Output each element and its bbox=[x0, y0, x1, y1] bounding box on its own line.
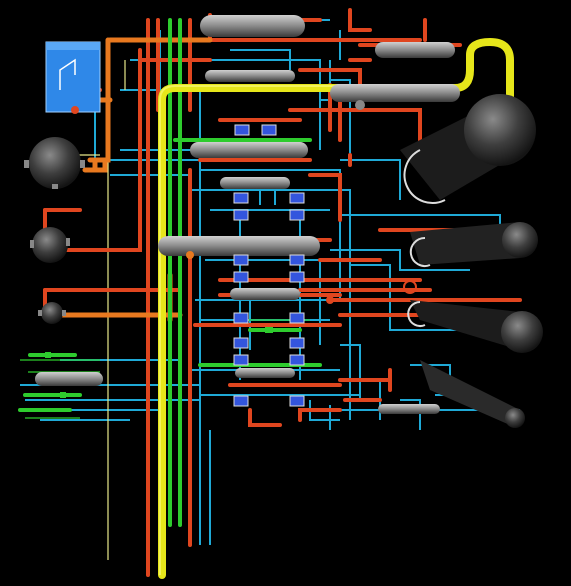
drum-long-upper[interactable] bbox=[330, 84, 460, 102]
big-drum-3[interactable] bbox=[407, 300, 543, 353]
drum-right-upper[interactable] bbox=[375, 42, 455, 58]
drum-lower[interactable] bbox=[230, 288, 300, 300]
drum-bottom-right[interactable] bbox=[378, 404, 440, 414]
valve-block[interactable] bbox=[233, 192, 249, 204]
drum-lower-mid[interactable] bbox=[235, 368, 295, 378]
valve-block[interactable] bbox=[233, 395, 249, 407]
box-outlet-icon bbox=[59, 58, 76, 90]
drum-mid[interactable] bbox=[190, 142, 308, 158]
green-pipes bbox=[18, 18, 322, 527]
drum-mid-2[interactable] bbox=[220, 177, 290, 189]
drum-upper-mid[interactable] bbox=[205, 70, 295, 82]
big-drum-2[interactable] bbox=[409, 222, 538, 267]
fittings bbox=[71, 100, 417, 304]
blue-box[interactable] bbox=[45, 41, 101, 113]
valve-block[interactable] bbox=[233, 354, 249, 366]
valve-block[interactable] bbox=[289, 395, 305, 407]
valve-block[interactable] bbox=[289, 271, 305, 283]
drum-main[interactable] bbox=[158, 236, 320, 256]
valve-block[interactable] bbox=[289, 192, 305, 204]
valve-block-group bbox=[233, 124, 305, 407]
valve-block[interactable] bbox=[261, 124, 277, 136]
green-fittings bbox=[45, 327, 273, 398]
valve-block[interactable] bbox=[233, 254, 249, 266]
sphere-vessel-2[interactable] bbox=[30, 227, 70, 263]
big-drum-4[interactable] bbox=[420, 360, 525, 428]
valve-block[interactable] bbox=[289, 209, 305, 221]
yellow-main-pipe bbox=[158, 37, 514, 579]
sphere-vessel-1[interactable] bbox=[24, 137, 85, 189]
valve-block[interactable] bbox=[233, 312, 249, 324]
sphere-vessel-3[interactable] bbox=[38, 302, 66, 324]
valve-block[interactable] bbox=[234, 124, 250, 136]
drum-top[interactable] bbox=[200, 15, 305, 37]
valve-block[interactable] bbox=[289, 312, 305, 324]
valve-block[interactable] bbox=[289, 337, 305, 349]
yellow-pipe-highlight bbox=[159, 85, 455, 575]
valve-block[interactable] bbox=[233, 337, 249, 349]
valve-block[interactable] bbox=[233, 209, 249, 221]
valve-block[interactable] bbox=[289, 254, 305, 266]
drum-left-small[interactable] bbox=[35, 372, 103, 386]
valve-block[interactable] bbox=[289, 354, 305, 366]
big-drum-1[interactable] bbox=[400, 94, 536, 204]
valve-block[interactable] bbox=[233, 271, 249, 283]
